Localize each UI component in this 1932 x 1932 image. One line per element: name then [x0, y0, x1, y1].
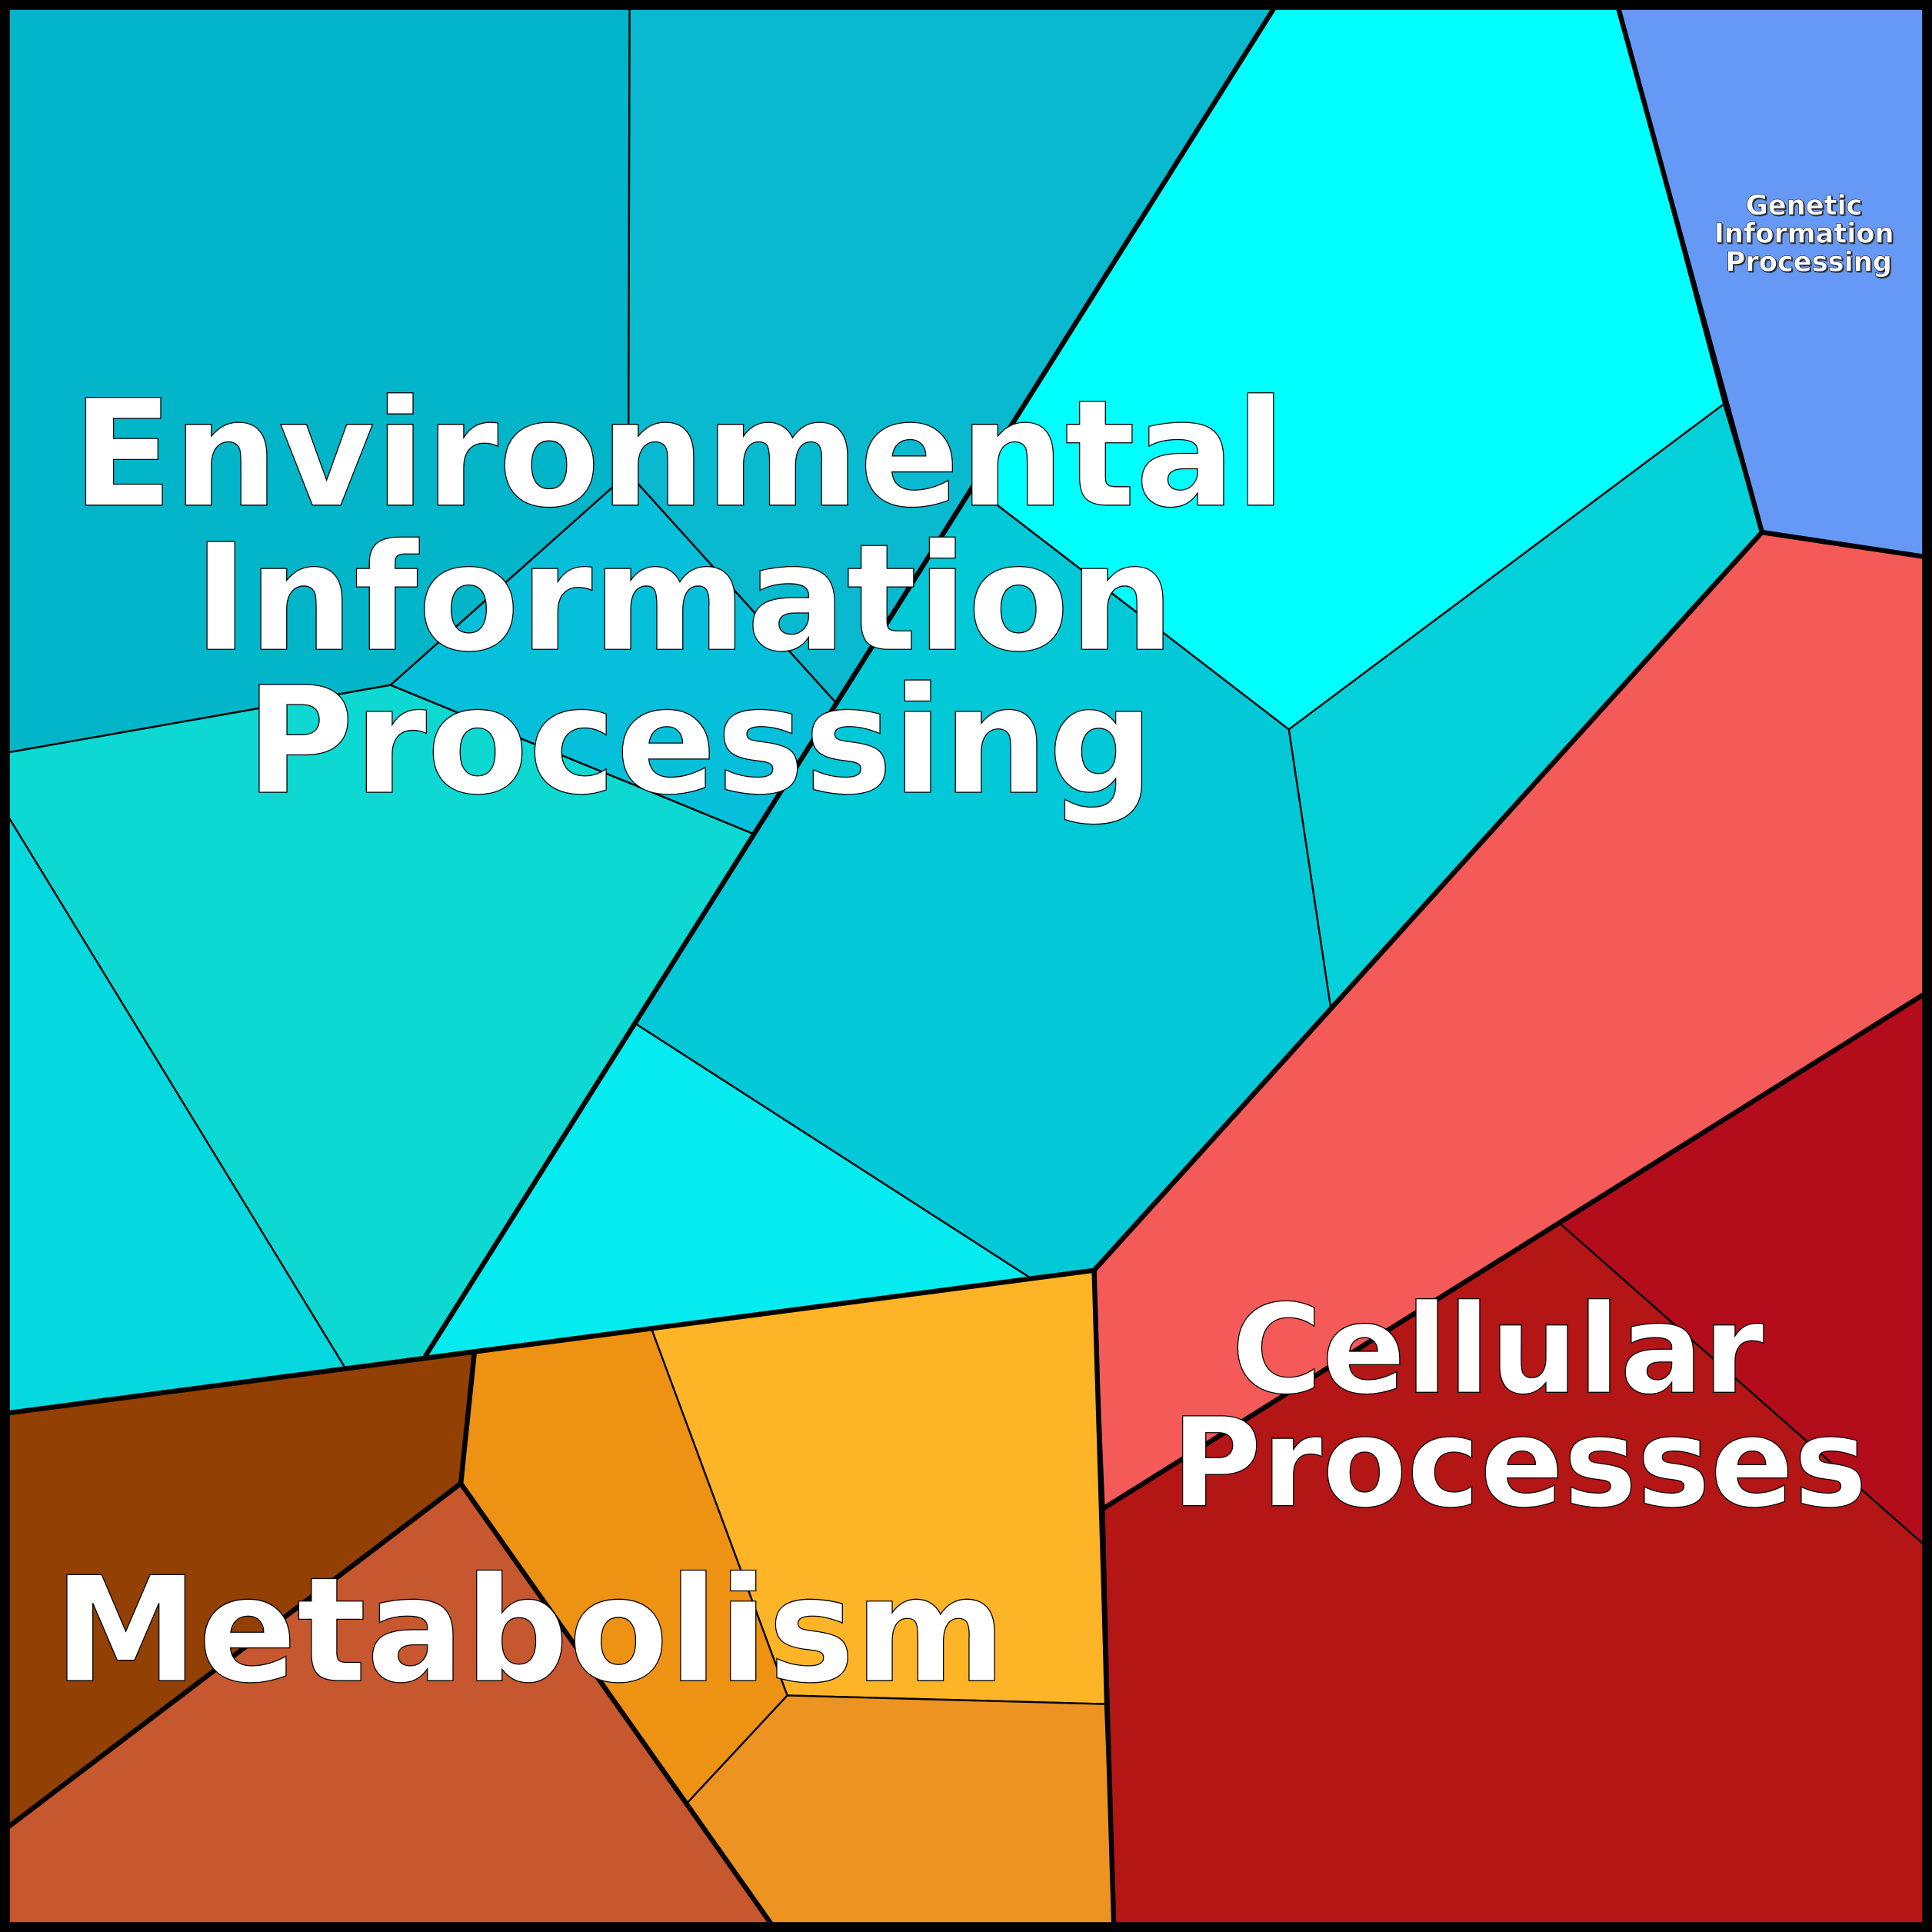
label-line: Processes [1171, 1391, 1867, 1535]
label-line: Environmental [72, 369, 1286, 541]
label-line: Processing [1726, 246, 1893, 278]
environmental-label: Environmental Information Processing [72, 369, 1337, 828]
boundary [5, 1481, 463, 1830]
boundary [422, 5, 1277, 1358]
boundary [5, 5, 1765, 1416]
cellular-label: Cellular Processes [1171, 1277, 1867, 1534]
boundary [1761, 529, 1927, 560]
label-line: Genetic [1746, 190, 1863, 222]
genetic-label: Genetic Information Processing [1714, 190, 1904, 278]
metabolism-group [5, 1269, 1115, 1927]
boundary [1091, 1270, 1117, 1927]
label-line: Information [193, 513, 1174, 685]
label-line: Cellular [1231, 1277, 1764, 1421]
boundary [1102, 991, 1927, 1511]
metabolism-label: Metabolism [54, 1546, 1007, 1715]
environmental-information-processing-group [5, 5, 1764, 1414]
label-line: Processing [245, 656, 1154, 828]
cellular-processes-group [1093, 531, 1927, 1927]
label-line: Information [1714, 218, 1894, 250]
